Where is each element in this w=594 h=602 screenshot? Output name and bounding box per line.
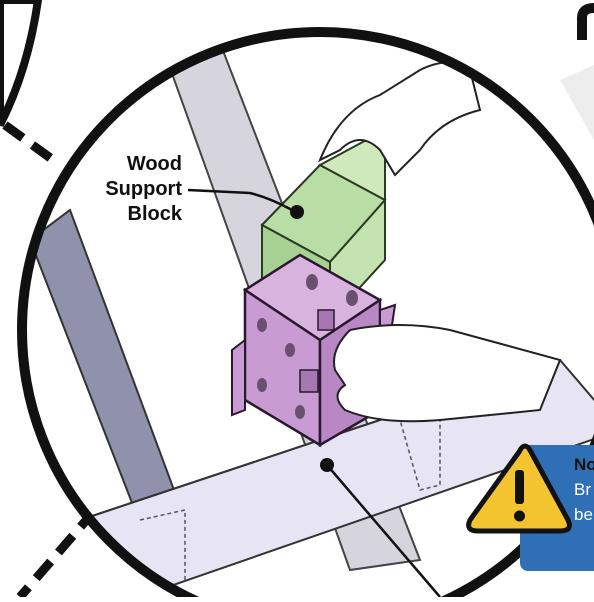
beam-bracket-outline xyxy=(399,409,441,491)
bracket-hole xyxy=(346,290,358,306)
bracket-hole xyxy=(285,343,295,357)
callout-line-2: Support xyxy=(105,178,182,200)
bracket-hole xyxy=(306,274,318,290)
note-title: No xyxy=(574,455,594,474)
warning-triangle-icon xyxy=(466,443,572,534)
callout-wood-support-block: Wood Support Block xyxy=(105,153,304,225)
callout-dot xyxy=(290,205,304,219)
top-right-frame-corner xyxy=(577,3,594,40)
pointer-line xyxy=(326,464,441,598)
zoom-dashed-line-top xyxy=(2,121,63,169)
note-body-line-1: Br xyxy=(574,480,591,499)
lower-hand xyxy=(333,324,562,423)
bracket-hole xyxy=(295,405,305,419)
zoom-dashed-line-bottom xyxy=(16,507,99,600)
upper-hand xyxy=(318,61,482,177)
note-body-line-2: be xyxy=(574,505,593,524)
callout-line-1: Wood xyxy=(127,153,182,175)
callout-line-3: Block xyxy=(128,203,183,225)
bracket-tab xyxy=(317,309,335,331)
bracket-hole xyxy=(257,318,267,332)
bracket-hole xyxy=(257,378,267,392)
top-left-circle-edge xyxy=(0,0,43,127)
bracket-tab xyxy=(299,369,319,393)
callout-leader-line xyxy=(187,188,293,212)
note-box: No Br be xyxy=(466,443,594,571)
background-shadow xyxy=(560,65,594,140)
zoom-circle xyxy=(17,27,594,602)
